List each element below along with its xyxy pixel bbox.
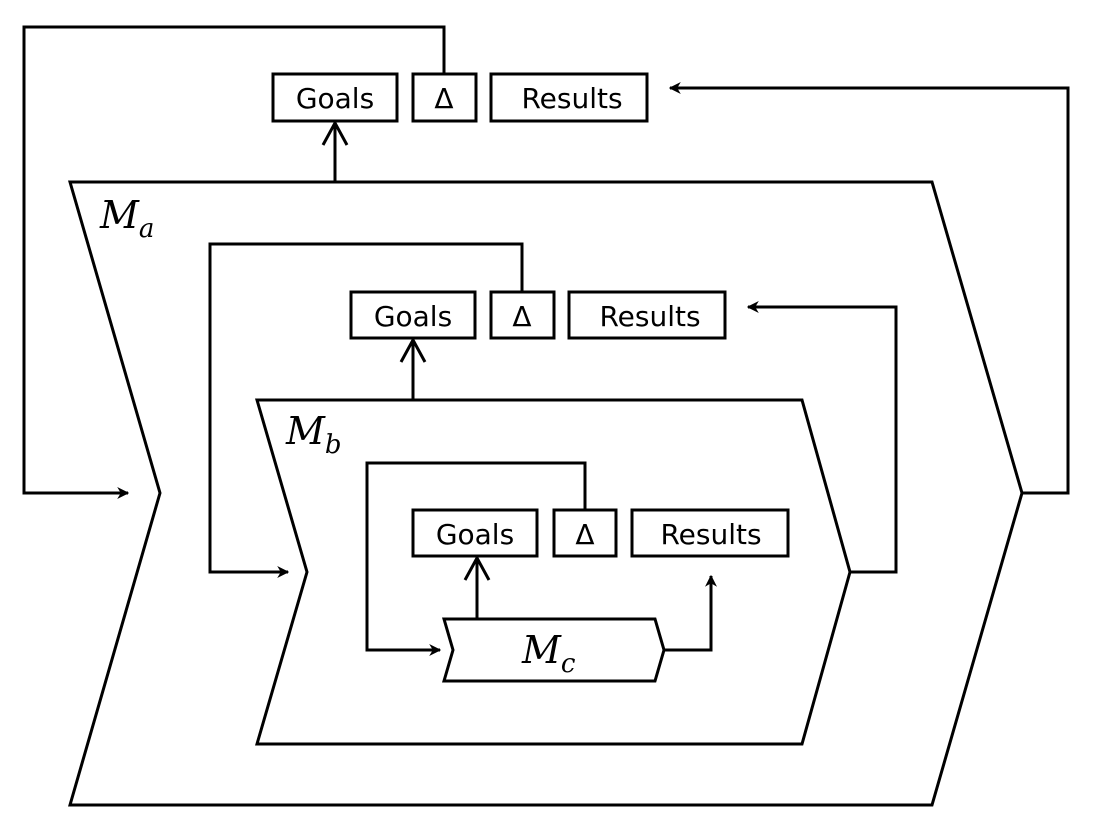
model-b-shape (255, 398, 852, 746)
delta-c-label: Δ (575, 518, 594, 551)
goals-a-label: Goals (296, 82, 374, 115)
delta-c-box (552, 508, 618, 558)
goals-c-box (411, 508, 539, 558)
delta-b-label: Δ (512, 300, 531, 333)
open-arrow-icon (321, 119, 349, 146)
edge-delta-a-model (22, 25, 446, 499)
open-arrow-icon (463, 554, 491, 581)
delta-a-label: Δ (434, 82, 453, 115)
goals-c-label: Goals (436, 518, 514, 551)
goals-b-box (349, 290, 477, 340)
goals-a-box (271, 72, 399, 123)
results-a-label: Results (521, 82, 622, 115)
results-b-box (567, 290, 727, 340)
edge-delta-c-model (365, 461, 587, 656)
results-c-box (630, 508, 790, 558)
edge-model-b-results (746, 301, 898, 574)
open-arrow-icon (399, 336, 427, 363)
edge-model-c-results (664, 574, 717, 652)
level-c: Mc Goals Δ Results (365, 461, 790, 683)
model-a-label: Ma (99, 193, 154, 244)
level-b: Mb Goals Δ Results (208, 242, 898, 746)
edge-delta-b-model (208, 242, 524, 578)
results-a-box (489, 72, 649, 123)
edge-model-a-results (668, 82, 1070, 495)
results-c-label: Results (660, 518, 761, 551)
goals-b-label: Goals (374, 300, 452, 333)
model-c-label: Mc (521, 628, 576, 679)
model-b-label: Mb (285, 409, 342, 460)
delta-a-box (411, 72, 478, 123)
results-b-label: Results (599, 300, 700, 333)
model-c-shape (442, 617, 666, 683)
